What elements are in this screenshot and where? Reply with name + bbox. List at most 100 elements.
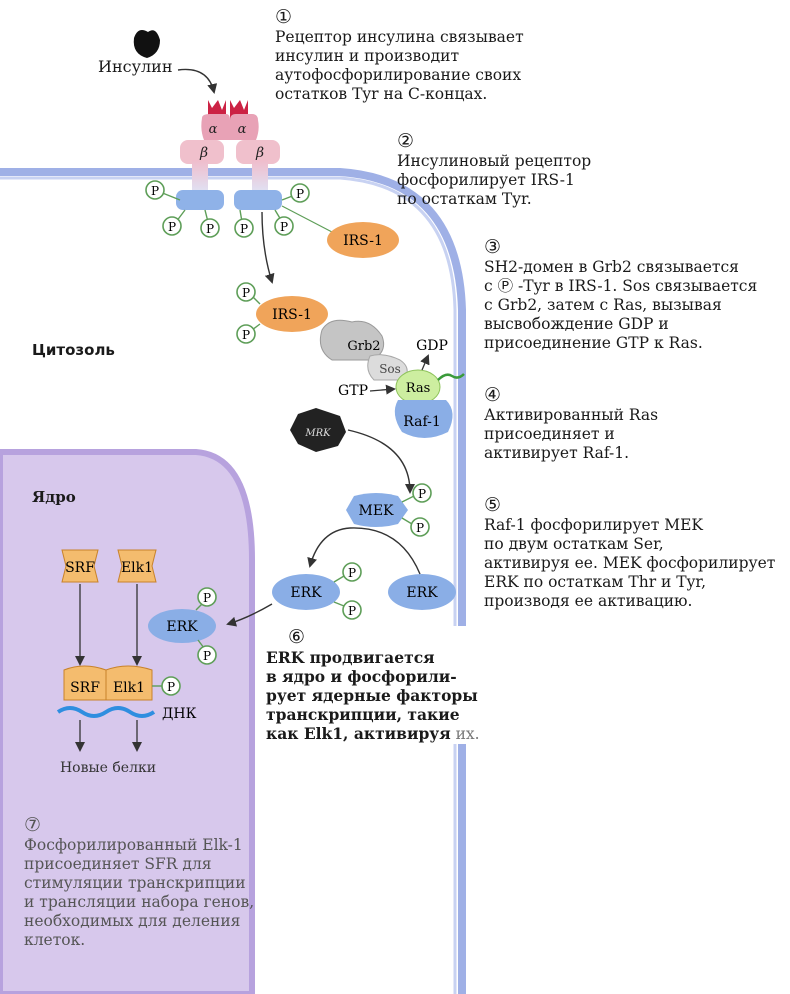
step-3-text: SH2-домен в Grb2 связывается с Ⓟ -Tyr в … [484,258,758,352]
step-2-number: ② [397,130,415,152]
elk1-label: Elk1 [113,680,145,696]
receptor-phosphates: P P P P P P [145,180,310,238]
gdp-arrow [420,354,430,371]
srf-label: SRF [65,560,95,576]
phosphate [145,180,165,200]
dna-label: ДНК [162,706,197,722]
svg-text:P: P [348,604,356,618]
elk1-label: Elk1 [121,560,153,576]
gdp-label: GDP [416,338,448,354]
phosphate [342,562,362,582]
insulin-arrow [177,68,218,94]
phosphate [236,282,256,302]
svg-text:P: P [167,680,175,694]
step-1-text: Рецептор инсулина связывает инсулин и пр… [275,28,524,103]
irs1-phosphorylated [256,296,328,332]
beta-label-right: β [255,145,264,161]
irs1-label: IRS-1 [272,307,312,323]
svg-text:P: P [418,487,426,501]
elk1-bound [105,665,153,701]
raf1 [394,400,453,438]
step-5-text: Raf-1 фосфорилирует MEK по двум остаткам… [484,516,776,610]
mek [346,493,408,527]
phosphate [274,216,294,236]
svg-text:P: P [296,187,304,201]
sos [367,354,408,381]
phosphate [197,645,217,665]
alpha-subunit-right [230,114,259,140]
sos-label: Sos [379,362,401,376]
irs1-label: IRS-1 [343,233,383,249]
beta-label-left: β [199,145,208,161]
erk-nuclear [148,609,216,643]
insulin-receptor: α α β β [176,100,282,210]
svg-text:P: P [206,222,214,236]
beta-subunit-right [236,140,280,164]
phosphate [200,218,220,238]
irs1-unphosphorylated [327,222,399,258]
cell-membrane-inner [0,176,457,994]
erk-phosphorylated [272,574,340,610]
step-6-number: ⑥ [288,626,306,648]
phosphate [161,676,181,696]
gtp-label: GTP [338,383,368,399]
phosphate [234,218,254,238]
raf1-label: Raf-1 [403,414,441,430]
srf-free [61,549,99,583]
step-6-text: ERK продвигается в ядро и фосфорили- руе… [266,648,480,744]
elk1-free [117,549,157,583]
step-6-note: ⑥ ERK продвигается в ядро и фосфорили- р… [262,626,484,744]
step-7-number: ⑦ [24,814,42,836]
step-3-note: ③ SH2-домен в Grb2 связывается с Ⓟ -Tyr … [484,236,757,353]
erk-label: ERK [406,585,438,601]
beta-subunit-left [180,140,224,164]
phosphate [412,483,432,503]
alpha-label-right: α [238,122,247,137]
svg-text:P: P [151,184,159,198]
step-7-note: ⑦ Фосфорилированный Elk-1 присоединяет S… [24,814,254,950]
erk-label: ERK [166,619,198,635]
nucleus-label: Ядро [32,488,76,506]
step-7-text: Фосфорилированный Elk-1 присоединяет SFR… [24,836,255,949]
beta-stem-right [252,160,268,194]
step-1-number: ① [275,6,293,28]
step-1-note: ① Рецептор инсулина связывает инсулин и … [275,6,524,104]
srf-label: SRF [70,680,100,696]
gtp-arrow [369,384,396,395]
phosphate [197,587,217,607]
phosphate [410,517,430,537]
step-5-note: ⑤ Raf-1 фосфорилирует MEK по двум остатк… [484,494,775,611]
step-4-note: ④ Активированный Ras присоединяет и акти… [484,384,658,463]
arrow-to-irs1 [261,211,275,284]
phosphate [236,324,256,344]
phosphate [290,183,310,203]
step-2-note: ② Инсулиновый рецептор фосфорилирует IRS… [397,130,591,209]
ras-anchor [437,373,465,381]
mrk-badge [290,408,346,452]
step-6-main: ERK продвигается в ядро и фосфорили- руе… [266,648,478,743]
nucleus [0,449,255,994]
erk-label: ERK [290,585,322,601]
dna-strand [56,706,156,718]
beta-stem-left [192,160,208,194]
alpha-subunit-left [201,114,230,140]
arrow-erk-activation [307,527,421,575]
step-4-text: Активированный Ras присоединяет и активи… [484,406,659,462]
cell-membrane [0,168,466,994]
grb2-label: Grb2 [347,339,380,354]
erk-inactive [388,574,456,610]
new-proteins-label: Новые белки [60,760,156,776]
svg-text:P: P [348,566,356,580]
kinase-domain-left [176,190,224,210]
svg-text:P: P [203,591,211,605]
ras-label: Ras [406,381,431,396]
grb2 [319,319,385,361]
phosphate [162,216,182,236]
step-4-number: ④ [484,384,502,406]
insulin-shape [133,30,160,58]
step-6-tail: их. [450,725,480,743]
step-5-number: ⑤ [484,494,502,516]
mrk-badge-label: MRK [304,428,331,439]
arrow-to-mek [347,429,415,494]
